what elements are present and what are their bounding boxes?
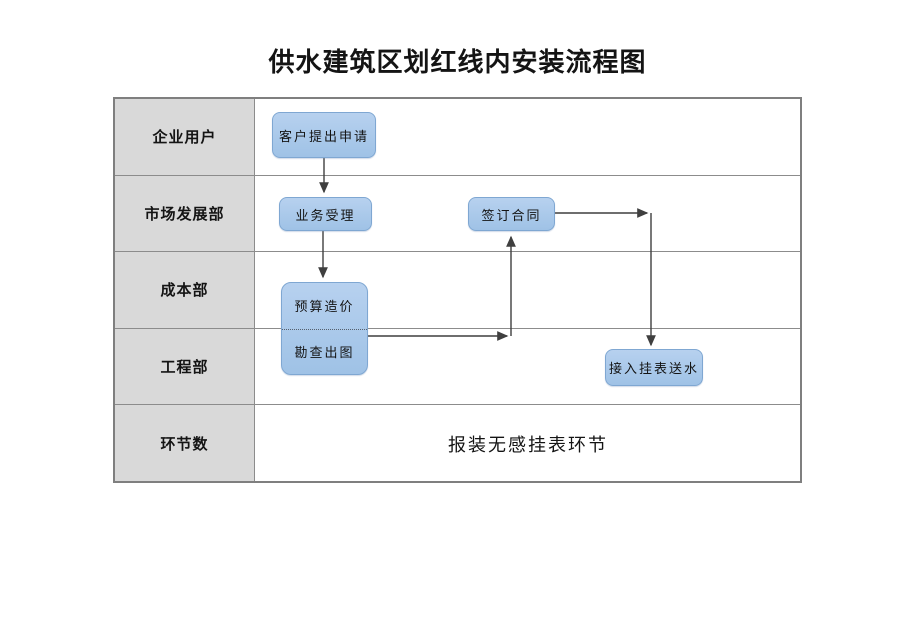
node-survey-drawing: 勘查出图: [282, 328, 367, 374]
node-budget-estimate: 预算造价: [294, 299, 355, 315]
lane-header-market-development: 市场发展部: [115, 175, 255, 252]
node-budget-and-survey: 预算造价 勘查出图: [281, 282, 368, 375]
lane-cost-department: 成本部: [115, 252, 800, 329]
lane-market-development: 市场发展部: [115, 175, 800, 253]
node-connect-meter-water: 接入挂表送水: [605, 349, 703, 386]
swimlane-table: 企业用户 市场发展部 成本部 工程部 环节数: [113, 97, 802, 483]
lane-header-enterprise-user: 企业用户: [115, 99, 255, 175]
page-title: 供水建筑区划红线内安装流程图: [268, 48, 647, 77]
lane-enterprise-user: 企业用户: [115, 99, 800, 176]
lane-step-count: 环节数: [115, 405, 800, 481]
node-customer-application: 客户提出申请: [272, 112, 376, 158]
node-sign-contract: 签订合同: [468, 197, 555, 231]
lane-header-cost-department: 成本部: [115, 252, 255, 328]
node-business-acceptance: 业务受理: [279, 197, 372, 231]
lane-engineering-department: 工程部: [115, 328, 800, 406]
lane-header-engineering-department: 工程部: [115, 328, 255, 405]
footer-note: 报装无感挂表环节: [448, 435, 608, 455]
lane-header-step-count: 环节数: [115, 405, 255, 481]
